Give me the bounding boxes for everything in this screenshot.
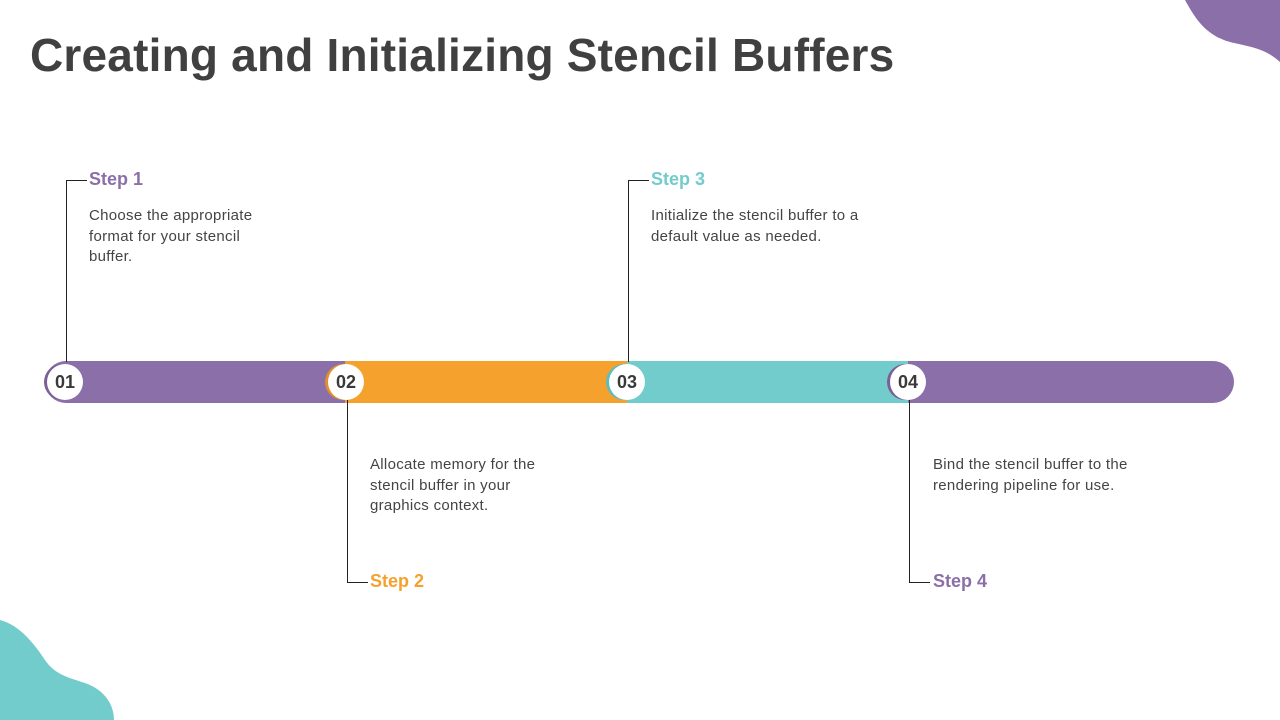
step-1-connector-vertical [66, 180, 67, 362]
timeline-segment-4 [908, 361, 1234, 403]
page-title: Creating and Initializing Stencil Buffer… [30, 29, 895, 81]
step-1-description: Choose the appropriate format for your s… [89, 207, 253, 265]
step-4-description: Bind the stencil buffer to the rendering… [933, 456, 1128, 494]
step-3-label: Step 3 [651, 169, 706, 189]
step-1-label: Step 1 [89, 169, 144, 189]
top-right-purple-blob [1185, 0, 1280, 62]
step-2-connector-vertical [347, 400, 348, 583]
step-4-number-circle: 04 [890, 364, 926, 400]
step-2-number-circle: 02 [328, 364, 364, 400]
timeline-segment-3 [627, 361, 918, 403]
step-1-number-circle: 01 [47, 364, 83, 400]
step-2-connector-horizontal [347, 582, 368, 583]
bottom-left-teal-blob [0, 620, 114, 720]
timeline-segment-2 [345, 361, 637, 403]
step-2-label: Step 2 [370, 571, 425, 591]
step-1-connector-horizontal [66, 180, 87, 181]
timeline-segment-1 [45, 361, 355, 403]
step-4-connector-vertical [909, 400, 910, 583]
step-3-number-circle: 03 [609, 364, 645, 400]
step-3-connector-horizontal [628, 180, 649, 181]
step-3-description: Initialize the stencil buffer to a defau… [651, 207, 859, 245]
step-4-label: Step 4 [933, 571, 988, 591]
step-4-connector-horizontal [909, 582, 930, 583]
step-2-description: Allocate memory for the stencil buffer i… [370, 456, 536, 514]
step-3-connector-vertical [628, 180, 629, 362]
